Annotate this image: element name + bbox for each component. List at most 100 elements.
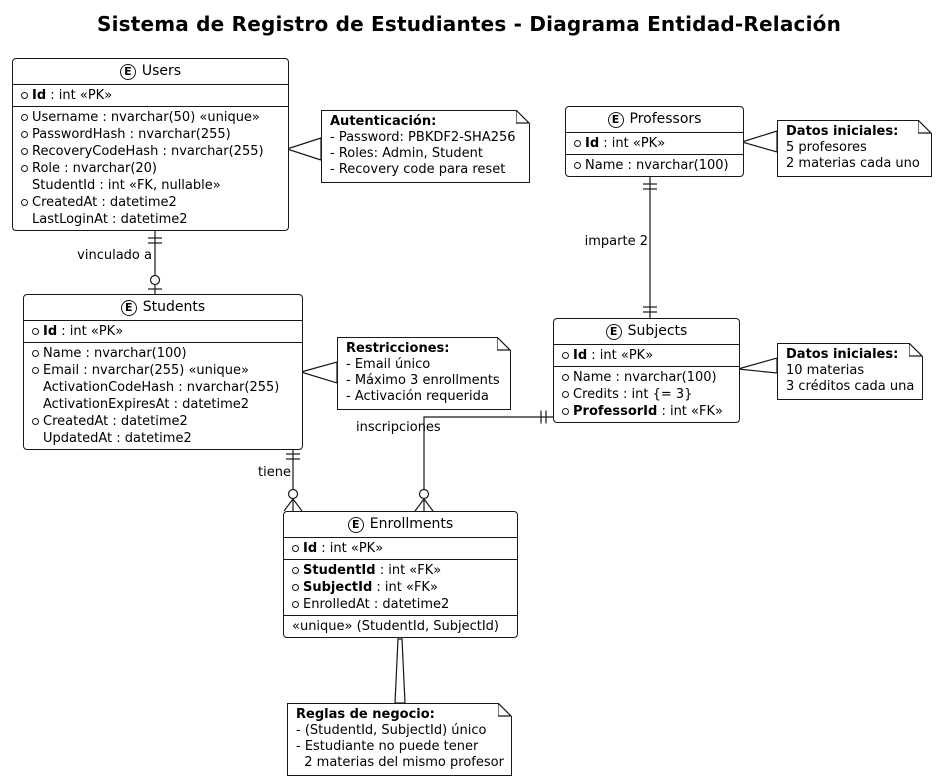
relation-label-vinculado-a: vinculado a xyxy=(77,248,152,263)
entity-subjects-header: E Subjects xyxy=(554,319,739,344)
field-row: CreatedAt : datetime2 xyxy=(24,413,302,430)
field-row: LastLoginAt : datetime2 xyxy=(32,212,188,227)
field-row: StudentId : int «FK, nullable» xyxy=(32,178,221,193)
zero-circle xyxy=(149,274,161,286)
field-visibility-icon xyxy=(292,545,299,552)
entity-icon: E xyxy=(607,111,624,128)
field-visibility-icon xyxy=(21,199,28,206)
note-title: Autenticación: xyxy=(330,114,437,129)
field-visibility-icon xyxy=(292,584,299,591)
note-fold-icon xyxy=(498,703,512,717)
note-line: - Máximo 3 enrollments xyxy=(346,373,500,388)
field-row: Id : int «PK» xyxy=(566,135,743,152)
field-row: Role : nvarchar(20) xyxy=(13,160,288,177)
page-title: Sistema de Registro de Estudiantes - Dia… xyxy=(96,12,842,36)
crow-foot-leg xyxy=(414,498,425,512)
entity-users-name: Users xyxy=(141,63,182,79)
relation-professors-subjects xyxy=(643,177,657,318)
note-title: Datos iniciales: xyxy=(786,347,899,362)
note-connector-students-restricciones xyxy=(298,361,338,384)
entity-subjects: E Subjects Id : int «PK» Name : nvarchar… xyxy=(553,318,740,423)
field-visibility-icon xyxy=(562,408,569,415)
field-visibility-icon xyxy=(32,418,39,425)
entity-professors-pk-section: Id : int «PK» xyxy=(566,132,743,154)
note-title: Reglas de negocio: xyxy=(296,707,435,722)
note-restricciones: Restricciones: - Email único - Máximo 3 … xyxy=(337,337,511,410)
note-line: 2 materias cada uno xyxy=(786,156,920,171)
field-visibility-icon xyxy=(562,391,569,398)
zero-circle xyxy=(287,488,299,500)
field-row: UpdatedAt : datetime2 xyxy=(43,431,192,446)
entity-enrollments-pk-section: Id : int «PK» xyxy=(284,537,517,559)
note-datos-profesores: Datos iniciales: 5 profesores 2 materias… xyxy=(777,120,932,177)
note-connector-subjects-datos xyxy=(737,357,778,374)
entity-icon: E xyxy=(120,299,137,316)
unique-constraint-row: «unique» (StudentId, SubjectId) xyxy=(292,619,499,634)
relation-users-students xyxy=(148,231,162,294)
field-row: PasswordHash : nvarchar(255) xyxy=(13,126,288,143)
entity-professors-fields-section: Name : nvarchar(100) xyxy=(566,154,743,176)
entity-subjects-name: Subjects xyxy=(627,323,688,339)
note-line: - Recovery code para reset xyxy=(330,162,506,177)
entity-users-header: E Users xyxy=(13,59,288,84)
field-visibility-icon xyxy=(32,367,39,374)
field-visibility-icon xyxy=(21,92,28,99)
note-line: 10 materias xyxy=(786,363,865,378)
relation-label-imparte-2: imparte 2 xyxy=(584,234,648,249)
relation-label-inscripciones: inscripciones xyxy=(356,420,441,435)
note-line: - Activación requerida xyxy=(346,389,489,404)
field-row: Name : nvarchar(100) xyxy=(554,369,739,386)
note-line: - Roles: Admin, Student xyxy=(330,146,483,161)
field-visibility-icon xyxy=(292,567,299,574)
field-row: Name : nvarchar(100) xyxy=(24,345,302,362)
entity-enrollments-fields-section: StudentId : int «FK» SubjectId : int «FK… xyxy=(284,559,517,615)
entity-icon: E xyxy=(119,63,136,80)
zero-circle xyxy=(418,488,430,500)
field-row: CreatedAt : datetime2 xyxy=(13,194,288,211)
note-line: - Email único xyxy=(346,357,431,372)
field-row: Id : int «PK» xyxy=(554,347,739,364)
entity-students-name: Students xyxy=(142,299,206,315)
note-fold-icon xyxy=(516,110,530,124)
note-reglas-negocio: Reglas de negocio: - (StudentId, Subject… xyxy=(287,703,512,776)
entity-students-pk-section: Id : int «PK» xyxy=(24,320,302,342)
field-visibility-icon xyxy=(32,328,39,335)
entity-students-header: E Students xyxy=(24,295,302,320)
entity-users-pk-section: Id : int «PK» xyxy=(13,84,288,106)
field-visibility-icon xyxy=(21,165,28,172)
field-row: RecoveryCodeHash : nvarchar(255) xyxy=(13,143,288,160)
field-visibility-icon xyxy=(574,162,581,169)
entity-icon: E xyxy=(605,323,622,340)
note-title: Datos iniciales: xyxy=(786,124,899,139)
crow-foot-leg xyxy=(283,498,294,512)
note-fold-icon xyxy=(497,337,511,351)
note-line: - Password: PBKDF2-SHA256 xyxy=(330,130,516,145)
field-visibility-icon xyxy=(562,374,569,381)
entity-students-fields-section: Name : nvarchar(100) Email : nvarchar(25… xyxy=(24,342,302,449)
entity-professors: E Professors Id : int «PK» Name : nvarch… xyxy=(565,106,744,177)
note-line: 5 profesores xyxy=(786,140,867,155)
field-row: ActivationExpiresAt : datetime2 xyxy=(43,397,250,412)
note-fold-icon xyxy=(918,120,932,134)
note-autenticacion: Autenticación: - Password: PBKDF2-SHA256… xyxy=(321,110,530,183)
entity-subjects-fields-section: Name : nvarchar(100) Credits : int {= 3}… xyxy=(554,366,739,422)
note-line: - (StudentId, SubjectId) único xyxy=(296,723,487,738)
entity-subjects-pk-section: Id : int «PK» xyxy=(554,344,739,366)
field-visibility-icon xyxy=(21,148,28,155)
note-line: - Estudiante no puede tener xyxy=(296,739,479,754)
note-connector-users-auth xyxy=(285,137,322,161)
field-visibility-icon xyxy=(292,601,299,608)
field-row: SubjectId : int «FK» xyxy=(284,579,517,596)
note-line: 3 créditos cada una xyxy=(786,379,915,394)
entity-professors-header: E Professors xyxy=(566,107,743,132)
field-row: Id : int «PK» xyxy=(24,323,302,340)
note-title: Restricciones: xyxy=(346,341,450,356)
entity-enrollments-unique-section: «unique» (StudentId, SubjectId) xyxy=(284,615,517,637)
note-fold-icon xyxy=(909,343,923,357)
field-visibility-icon xyxy=(21,114,28,121)
field-visibility-icon xyxy=(574,140,581,147)
field-row: ProfessorId : int «FK» xyxy=(554,403,739,420)
field-row: Name : nvarchar(100) xyxy=(566,157,743,174)
entity-enrollments: E Enrollments Id : int «PK» StudentId : … xyxy=(283,511,518,638)
